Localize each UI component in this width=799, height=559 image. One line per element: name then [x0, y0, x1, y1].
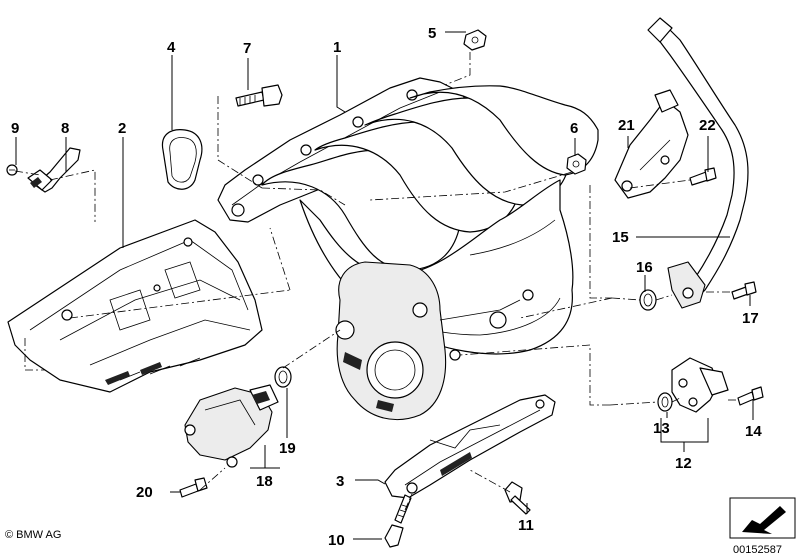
o-ring-part-16[interactable]: [639, 289, 657, 311]
screw-part-22[interactable]: [689, 167, 717, 186]
callout-22: 22: [699, 117, 716, 134]
callout-21: 21: [618, 117, 635, 134]
bracket-part-21[interactable]: [614, 89, 689, 199]
screw-part-20[interactable]: [179, 477, 208, 498]
callout-13: 13: [653, 420, 670, 437]
callout-20: 20: [136, 484, 153, 501]
assembly-lines: [14, 52, 738, 511]
screw-part-9[interactable]: [6, 164, 18, 176]
callout-19: 19: [279, 440, 296, 457]
callout-labels: 1 2 3 4 5 6 7 8 9 10 11 12 13 14 15 16 1…: [11, 25, 762, 549]
document-id: 00152587: [733, 544, 782, 556]
gasket-part-4[interactable]: [161, 129, 203, 190]
bolt-part-11[interactable]: [504, 481, 531, 515]
callout-3: 3: [336, 473, 344, 490]
callout-11: 11: [518, 517, 534, 534]
clip-part-8[interactable]: [27, 147, 81, 193]
callout-10: 10: [328, 532, 345, 549]
leader-lines: [15, 31, 754, 540]
navigation-arrow-icon[interactable]: [729, 497, 796, 539]
vent-hose-part-15[interactable]: [647, 17, 749, 309]
callout-5: 5: [428, 25, 436, 42]
callout-7: 7: [243, 40, 251, 57]
callout-15: 15: [612, 229, 629, 246]
actuator-part-18[interactable]: [184, 384, 279, 468]
callout-18: 18: [256, 473, 273, 490]
nut-part-5[interactable]: [463, 29, 487, 51]
callout-6: 6: [570, 120, 578, 137]
copyright-text: © BMW AG: [5, 529, 61, 541]
callout-14: 14: [745, 423, 762, 440]
callout-17: 17: [742, 310, 759, 327]
sensor-part-12[interactable]: [671, 357, 729, 413]
nut-part-6[interactable]: [566, 153, 587, 175]
callout-8: 8: [61, 120, 69, 137]
bolt-part-10[interactable]: [384, 494, 412, 548]
callout-1: 1: [333, 39, 341, 56]
callout-2: 2: [118, 120, 126, 137]
o-ring-part-13[interactable]: [657, 392, 673, 412]
heat-shield-part-2[interactable]: [7, 219, 263, 393]
callout-12: 12: [675, 455, 692, 472]
callout-4: 4: [167, 39, 176, 56]
o-ring-part-19[interactable]: [274, 366, 292, 388]
screw-part-17[interactable]: [731, 281, 757, 300]
callout-16: 16: [636, 259, 653, 276]
bolt-part-7[interactable]: [235, 84, 283, 107]
intake-manifold-part-1[interactable]: [217, 77, 599, 421]
bracket-part-3[interactable]: [384, 394, 556, 499]
callout-9: 9: [11, 120, 19, 137]
screw-part-14[interactable]: [737, 386, 764, 406]
